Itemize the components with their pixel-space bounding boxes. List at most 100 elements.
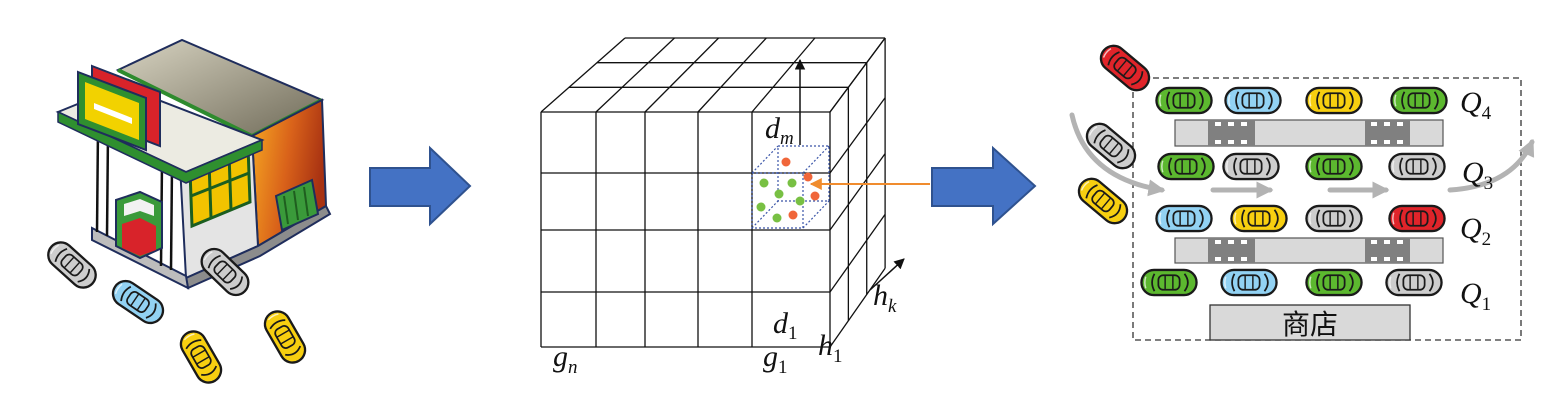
queue-row-q3: [1157, 152, 1446, 181]
lane-divider-lower: [1174, 237, 1444, 264]
label-d-1-sub: 1: [788, 323, 798, 344]
label-h-1-base: h: [818, 329, 833, 362]
lane-divider-upper: [1174, 119, 1444, 147]
station-sign: [77, 64, 161, 152]
car-gray: [1080, 117, 1142, 175]
queue-row-q2: [1155, 204, 1446, 233]
data-point-green: [756, 202, 766, 212]
label-q-3: Q3: [1462, 156, 1493, 194]
label-q-4: Q4: [1460, 86, 1492, 124]
data-point-green: [759, 178, 769, 188]
data-point-green: [787, 178, 797, 188]
car-green: [1305, 152, 1363, 181]
car-gray: [1222, 152, 1280, 181]
label-q-1-base: Q: [1460, 277, 1482, 310]
grid-cube: dm d1 gn g1 h1 hk: [540, 37, 930, 378]
car-gray: [41, 236, 103, 294]
label-h-k: hk: [873, 279, 897, 317]
car-yellow: [1072, 172, 1134, 230]
cube-grid-line: [644, 37, 720, 113]
cell-data-points: [756, 157, 820, 223]
car-green: [1390, 86, 1448, 115]
flow-arrow-2: [931, 145, 1037, 227]
label-q-4-base: Q: [1460, 86, 1482, 119]
label-q-1-sub: 1: [1482, 294, 1492, 315]
queue-row-q4: [1155, 86, 1448, 115]
label-h-1-sub: 1: [833, 346, 843, 367]
cube-grid-line: [829, 267, 886, 348]
car-yellow: [1305, 86, 1363, 115]
label-d-1-base: d: [773, 307, 789, 340]
cube-grid-line: [829, 97, 886, 174]
data-point-green: [795, 196, 805, 206]
car-green: [1155, 86, 1213, 115]
car-blue: [1224, 86, 1282, 115]
traffic-flow-arrows: [1069, 112, 1535, 199]
label-q-3-base: Q: [1462, 156, 1484, 189]
canopy-trim: [57, 110, 263, 184]
label-g-1-base: g: [763, 340, 778, 373]
car-red: [1094, 39, 1156, 97]
label-q-2: Q2: [1460, 212, 1491, 250]
label-g-n-base: g: [553, 340, 568, 373]
ac-vent: [293, 190, 299, 221]
label-d-1: d1: [773, 307, 798, 344]
ac-vent: [303, 186, 309, 217]
car-green: [1305, 268, 1363, 297]
label-g-n: gn: [553, 340, 578, 378]
incoming-cars: [1072, 39, 1156, 230]
car-yellow: [175, 325, 227, 389]
data-point-green: [774, 189, 784, 199]
h-axis-arrow: [869, 258, 905, 291]
fuel-pump: [115, 190, 163, 260]
data-point-red: [781, 157, 791, 167]
label-q-2-base: Q: [1460, 212, 1482, 245]
data-point-red: [803, 172, 813, 182]
car-green: [1140, 268, 1198, 297]
entry-flow-arrow: [1069, 112, 1166, 197]
exit-flow-arrow: [1447, 138, 1535, 193]
car-yellow: [1230, 204, 1288, 233]
cube-grid-line: [697, 37, 767, 113]
cube-grid-line: [751, 37, 816, 113]
queue-row-q1: [1140, 268, 1443, 297]
label-q-4-sub: 4: [1482, 103, 1492, 124]
gas-station-illustration: [41, 38, 332, 389]
label-h-1: h1: [818, 329, 843, 367]
label-d-m: dm: [765, 112, 794, 149]
cube-grid-line: [595, 37, 675, 113]
car-green: [1157, 152, 1215, 181]
car-blue: [1220, 268, 1278, 297]
label-q-1: Q1: [1460, 277, 1491, 315]
car-blue: [1155, 204, 1213, 233]
label-d-m-sub: m: [780, 128, 794, 149]
data-point-red: [788, 210, 798, 220]
label-g-n-sub: n: [568, 357, 578, 378]
label-q-3-sub: 3: [1484, 173, 1494, 194]
cube-grid-line: [829, 214, 886, 293]
cube-grid-line: [829, 153, 886, 231]
flow-arrow-1: [369, 145, 472, 227]
label-h-k-sub: k: [888, 296, 897, 317]
station-cars: [41, 236, 311, 389]
car-yellow: [259, 305, 311, 369]
car-blue: [106, 275, 170, 329]
highlighted-cell: [751, 145, 830, 229]
parking-lot: 商店: [1069, 39, 1535, 341]
store-label: 商店: [1282, 309, 1338, 341]
data-point-red: [810, 191, 820, 201]
car-gray: [1388, 152, 1446, 181]
cube-grid-line: [829, 37, 886, 113]
car-red: [1388, 204, 1446, 233]
data-point-green: [772, 213, 782, 223]
window-mullion: [190, 171, 250, 198]
label-g-1-sub: 1: [778, 357, 788, 378]
label-d-m-base: d: [765, 112, 781, 145]
store-block: 商店: [1209, 304, 1411, 341]
label-g-1: g1: [763, 340, 788, 378]
label-q-2-sub: 2: [1482, 229, 1492, 250]
car-gray: [1385, 268, 1443, 297]
ac-vent: [283, 195, 289, 225]
car-gray: [1305, 204, 1363, 233]
